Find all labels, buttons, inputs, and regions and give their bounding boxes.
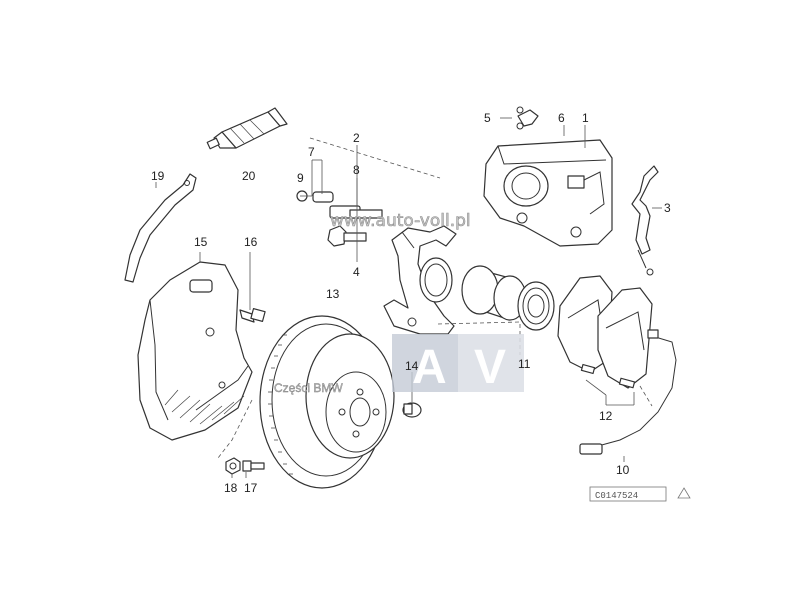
- dust-boot: [517, 281, 555, 331]
- brake-disc: [259, 315, 395, 489]
- label-3: 3: [664, 201, 671, 215]
- label-15: 15: [194, 235, 208, 249]
- watermark-url: www.auto-voll.pl: [330, 211, 471, 231]
- part-5-bleeder-clip: [516, 106, 539, 130]
- part-15-dust-shield: [137, 261, 253, 441]
- reference-code-box: C0147524: [589, 486, 691, 502]
- watermark-logo: A V: [392, 334, 524, 394]
- label-19: 19: [151, 169, 165, 183]
- label-14: 14: [405, 359, 419, 373]
- label-4: 4: [353, 265, 360, 279]
- part-10-wear-sensor: [579, 329, 677, 455]
- leader-lines: [155, 117, 662, 478]
- label-16: 16: [244, 235, 258, 249]
- part-18-nut: [225, 457, 241, 475]
- label-10: 10: [616, 463, 630, 477]
- part-20-grease-tube: [206, 107, 288, 150]
- part-12-brake-pads: [557, 275, 653, 389]
- part-17-bolt: [242, 460, 265, 472]
- label-1: 1: [582, 111, 589, 125]
- part-labels: 1 2 3 4 5 6 7 8 9 10 11 12 13 14 15 16 1…: [151, 111, 671, 495]
- watermark-caption: Części BMW: [274, 381, 343, 395]
- label-7: 7: [308, 145, 315, 159]
- part-3-spring: [631, 165, 659, 276]
- part-9-bolt: [296, 190, 334, 203]
- part-1-caliper: [483, 139, 613, 247]
- label-20: 20: [242, 169, 256, 183]
- label-2: 2: [353, 131, 360, 145]
- label-18: 18: [224, 481, 238, 495]
- part-4-guide-bolt: [327, 225, 367, 247]
- piston: [461, 265, 527, 321]
- label-6: 6: [558, 111, 565, 125]
- reference-code: C0147524: [595, 491, 638, 501]
- label-13: 13: [326, 287, 340, 301]
- label-11: 11: [518, 357, 531, 371]
- label-8: 8: [353, 163, 360, 177]
- part-8-guide-pin: [329, 205, 383, 219]
- label-12: 12: [599, 409, 613, 423]
- piston-seal: [419, 257, 453, 303]
- label-9: 9: [297, 171, 304, 185]
- logo-letter-v: V: [474, 341, 506, 394]
- part-19-bracket: [124, 173, 197, 283]
- part-14-screw: [402, 402, 422, 418]
- label-17: 17: [244, 481, 258, 495]
- logo-background: [392, 334, 524, 392]
- logo-letter-a: A: [412, 341, 447, 394]
- part-16-bolt: [239, 308, 266, 323]
- warning-triangle-icon: [677, 487, 691, 499]
- label-5: 5: [484, 111, 491, 125]
